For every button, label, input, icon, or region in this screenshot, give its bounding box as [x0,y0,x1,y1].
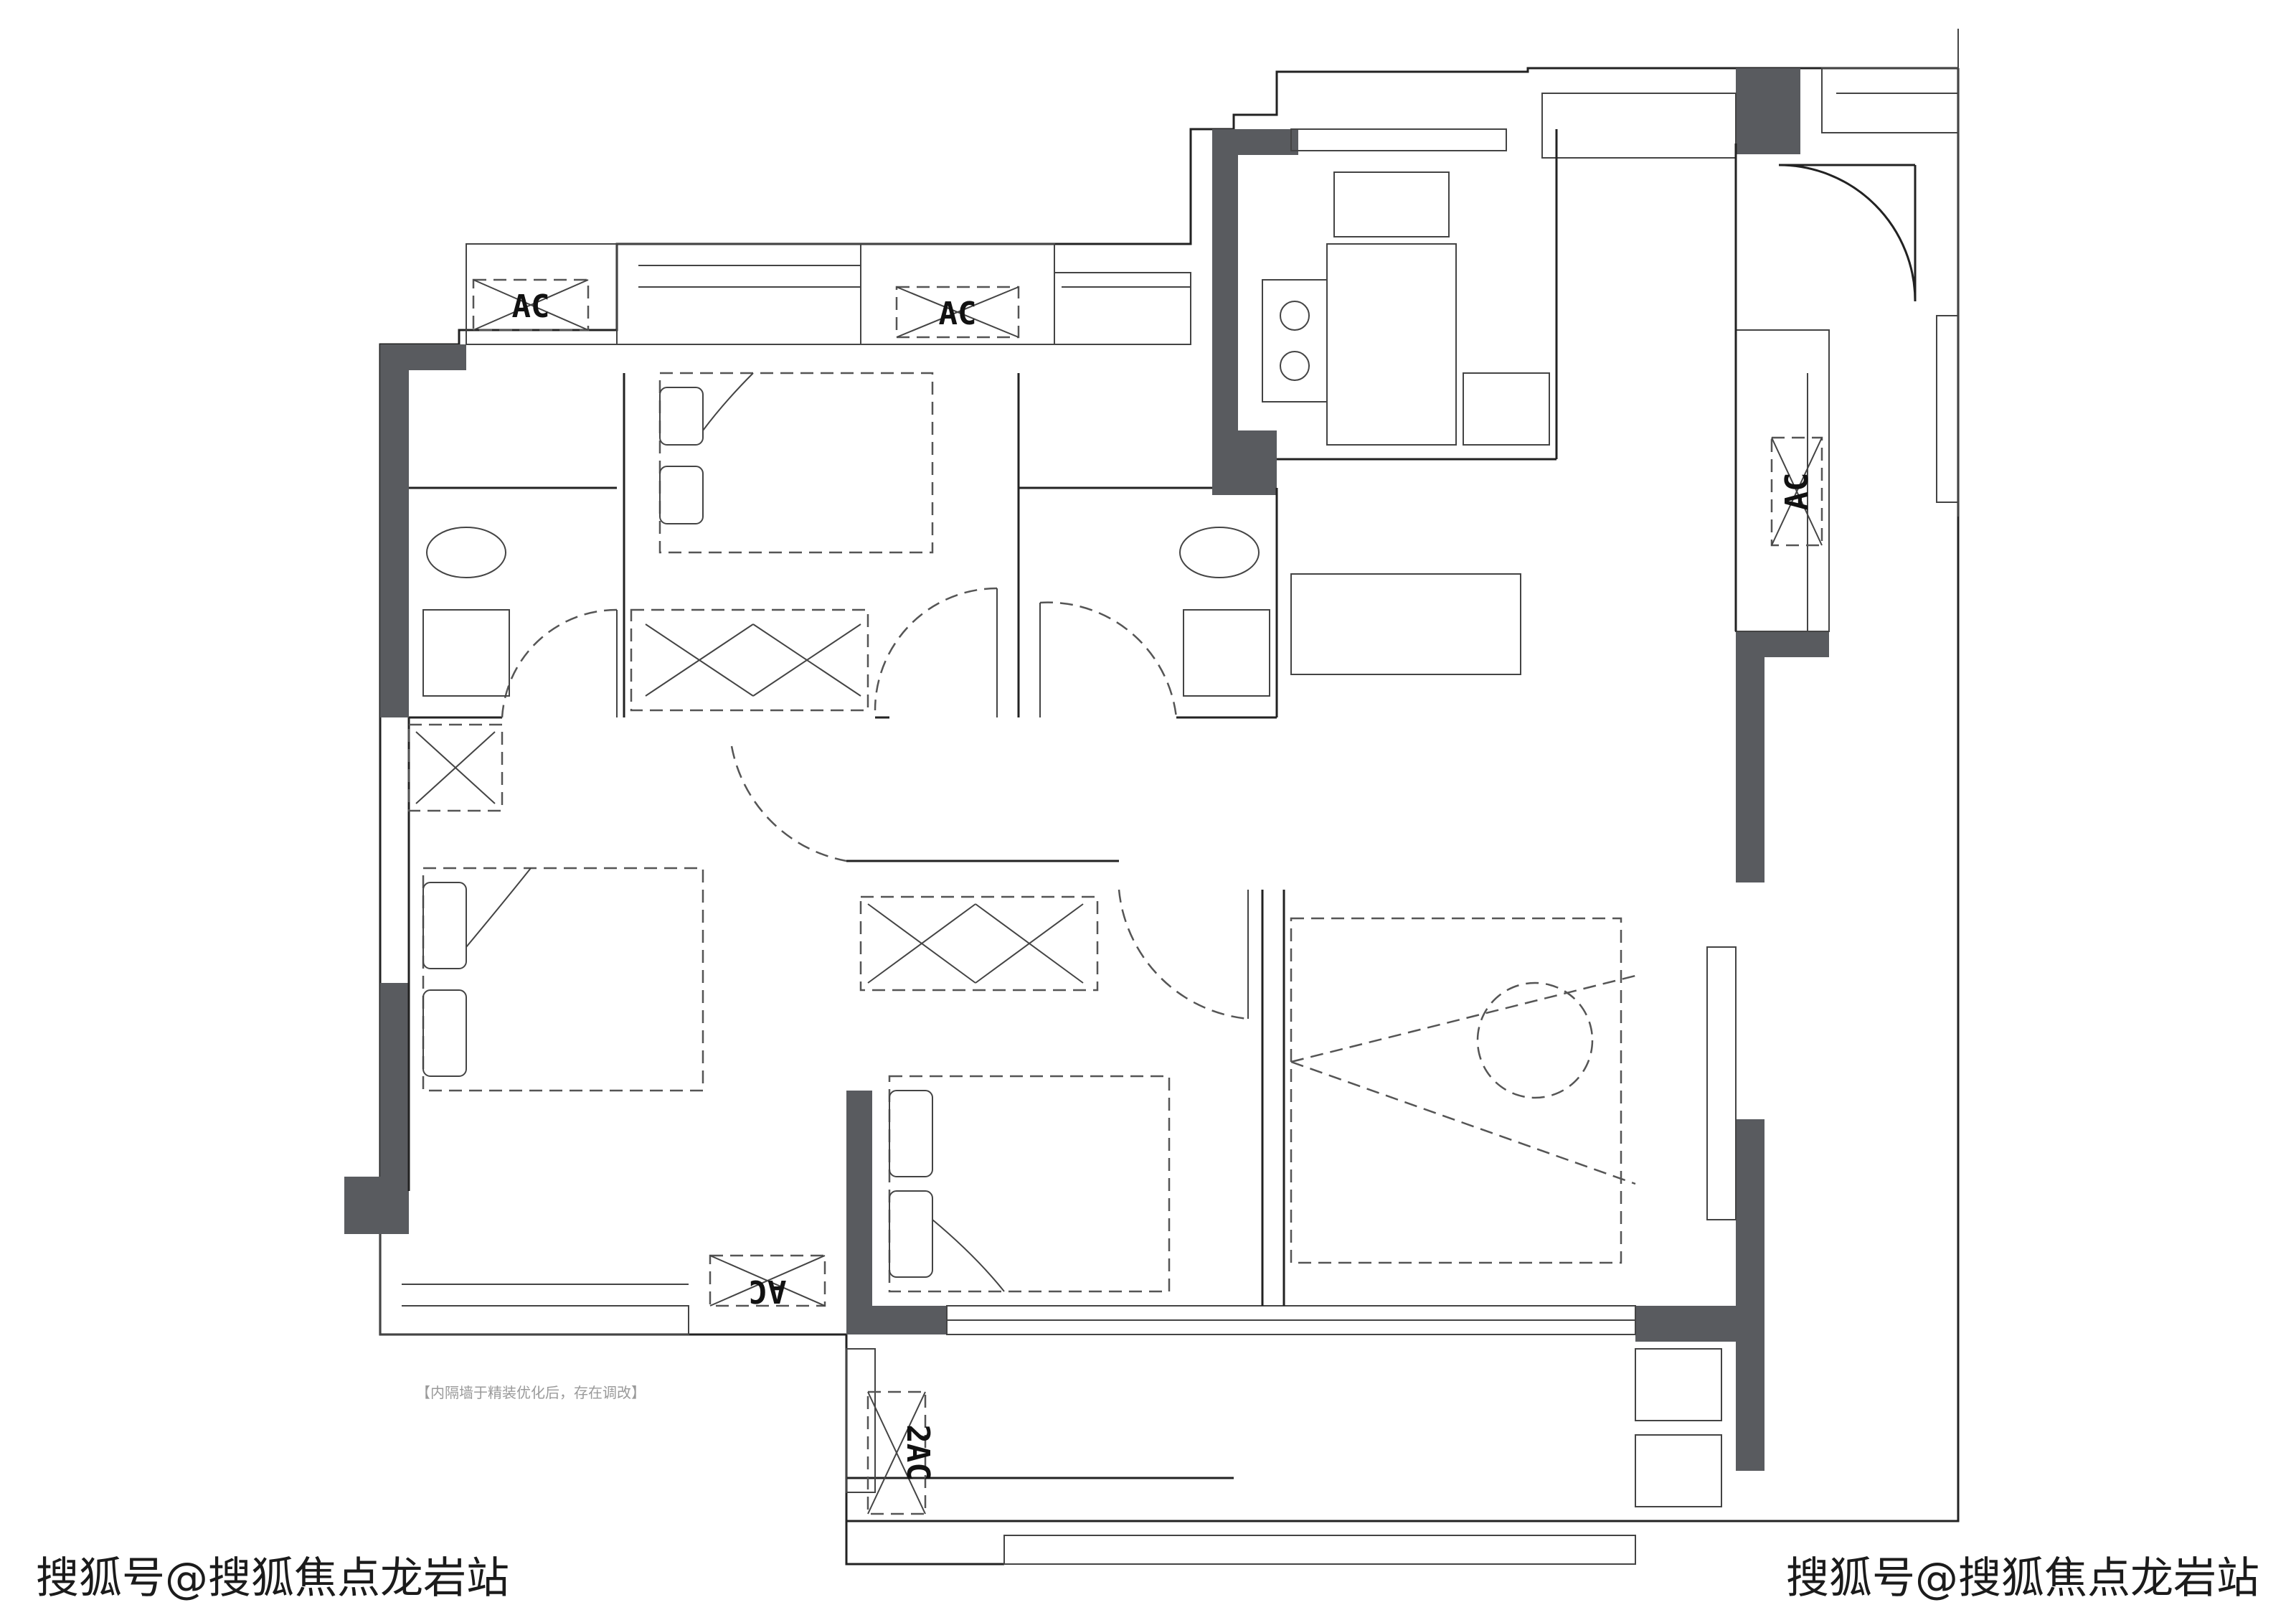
interior-walls [407,129,1737,1306]
ac-unit-top-left: AC [472,278,590,331]
ac-label-bottom: AC [749,1273,787,1309]
ac-unit-right: AC [1770,436,1823,547]
wall-bottom-right [1635,1306,1764,1342]
ac-label-bottom-double: 2AC [899,1424,936,1481]
ac-label-top-left: AC [512,288,550,325]
wall-top-left [380,344,466,370]
watermark-right: 搜狐号@搜狐焦点龙岩站 [1786,1553,2259,1604]
wall-corner-lower [344,1177,409,1234]
wall-bottom-middle [846,1091,872,1334]
wall-kitchen-bottom [1212,430,1277,495]
ac-unit-bottom-double: 2AC [866,1390,936,1515]
ac-label-right: AC [1779,473,1815,511]
wall-top-right-block [1736,68,1800,154]
outer-walls [344,29,1960,1566]
wall-right-lower [1736,1119,1764,1471]
window-frames [379,67,1959,1565]
wall-kitchen-top [1212,129,1298,155]
wall-kitchen-left [1212,129,1238,459]
doors [501,164,1917,1020]
wall-bottom-middle-foot [846,1306,947,1334]
watermark-left: 搜狐号@搜狐焦点龙岩站 [36,1553,509,1604]
ac-unit-bottom: AC [709,1254,826,1309]
wall-right-notch [1736,631,1829,657]
ac-unit-top-middle: AC [895,286,1020,339]
wall-left-upper [380,344,409,717]
wall-right-upper [1736,631,1764,882]
renovation-note: 【内隔墙于精装优化后，存在调改】 [416,1384,646,1401]
furniture [407,171,1737,1507]
ac-label-top-middle: AC [939,296,977,332]
